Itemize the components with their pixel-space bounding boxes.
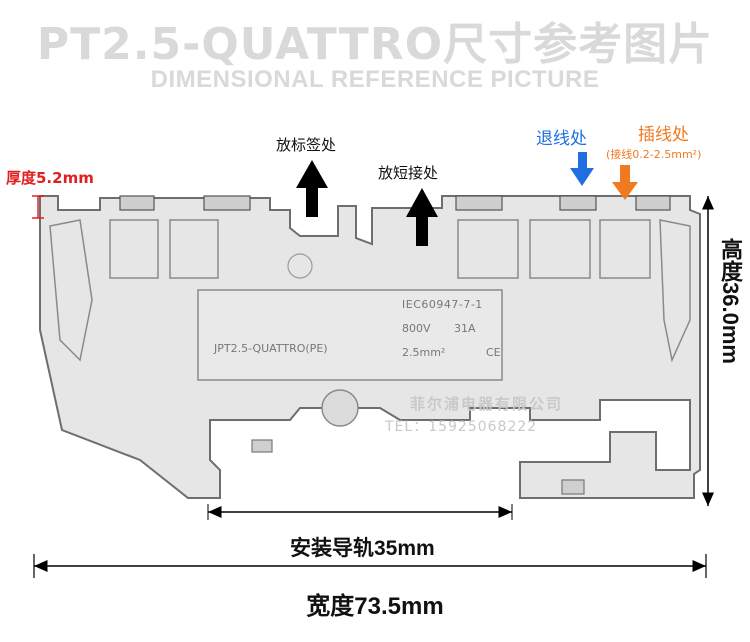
- watermark-company: 菲尔浦电器有限公司: [410, 395, 564, 413]
- left-slot-1: [109, 219, 159, 279]
- clamp-opening: [559, 195, 597, 211]
- release-label: 退线处: [536, 129, 587, 149]
- rail-label: 安装导轨35mm: [290, 537, 435, 560]
- marking-voltage: 800V: [402, 322, 431, 335]
- foot-slot-left: [251, 439, 273, 453]
- page-subtitle: DIMENSIONAL REFERENCE PICTURE: [150, 66, 600, 93]
- insert-arrow: [612, 165, 638, 200]
- marking-current: 31A: [454, 322, 476, 335]
- watermark-phone: TEL：15925068222: [385, 419, 538, 435]
- insert-note: (接线0.2-2.5mm²): [606, 148, 702, 161]
- inner-outline-left: [49, 219, 93, 362]
- short-slot-label: 放短接处: [378, 164, 439, 182]
- marking-model: JPT2.5-QUATTRO(PE): [214, 342, 328, 355]
- short-slot-arrow: [406, 188, 438, 246]
- logo-seal: [287, 253, 313, 279]
- thickness-label: 厚度5.2mm: [6, 169, 94, 187]
- clamp-opening: [203, 195, 251, 211]
- clamp-opening: [455, 195, 503, 211]
- left-slot-2: [169, 219, 219, 279]
- right-slot-1: [457, 219, 519, 279]
- inner-outline-right: [659, 219, 691, 363]
- width-label: 宽度73.5mm: [306, 593, 444, 620]
- page-title: PT2.5-QUATTRO尺寸参考图片: [36, 19, 714, 70]
- insert-label: 插线处: [638, 125, 689, 145]
- foot-slot-right: [561, 479, 585, 495]
- marking-standard: IEC60947-7-1: [402, 298, 483, 311]
- label-slot-arrow: [296, 160, 328, 217]
- bridge-hole: [321, 389, 359, 427]
- right-slot-3: [599, 219, 651, 279]
- release-arrow: [570, 152, 594, 186]
- marking-section: 2.5mm²: [402, 346, 446, 359]
- label-slot-label: 放标签处: [276, 136, 337, 154]
- right-slot-2: [529, 219, 591, 279]
- clamp-opening: [635, 195, 671, 211]
- marking-ce: CE: [486, 346, 501, 359]
- height-label: 高度36.0mm: [718, 238, 743, 364]
- marking-panel: [197, 289, 503, 381]
- clamp-opening: [119, 195, 155, 211]
